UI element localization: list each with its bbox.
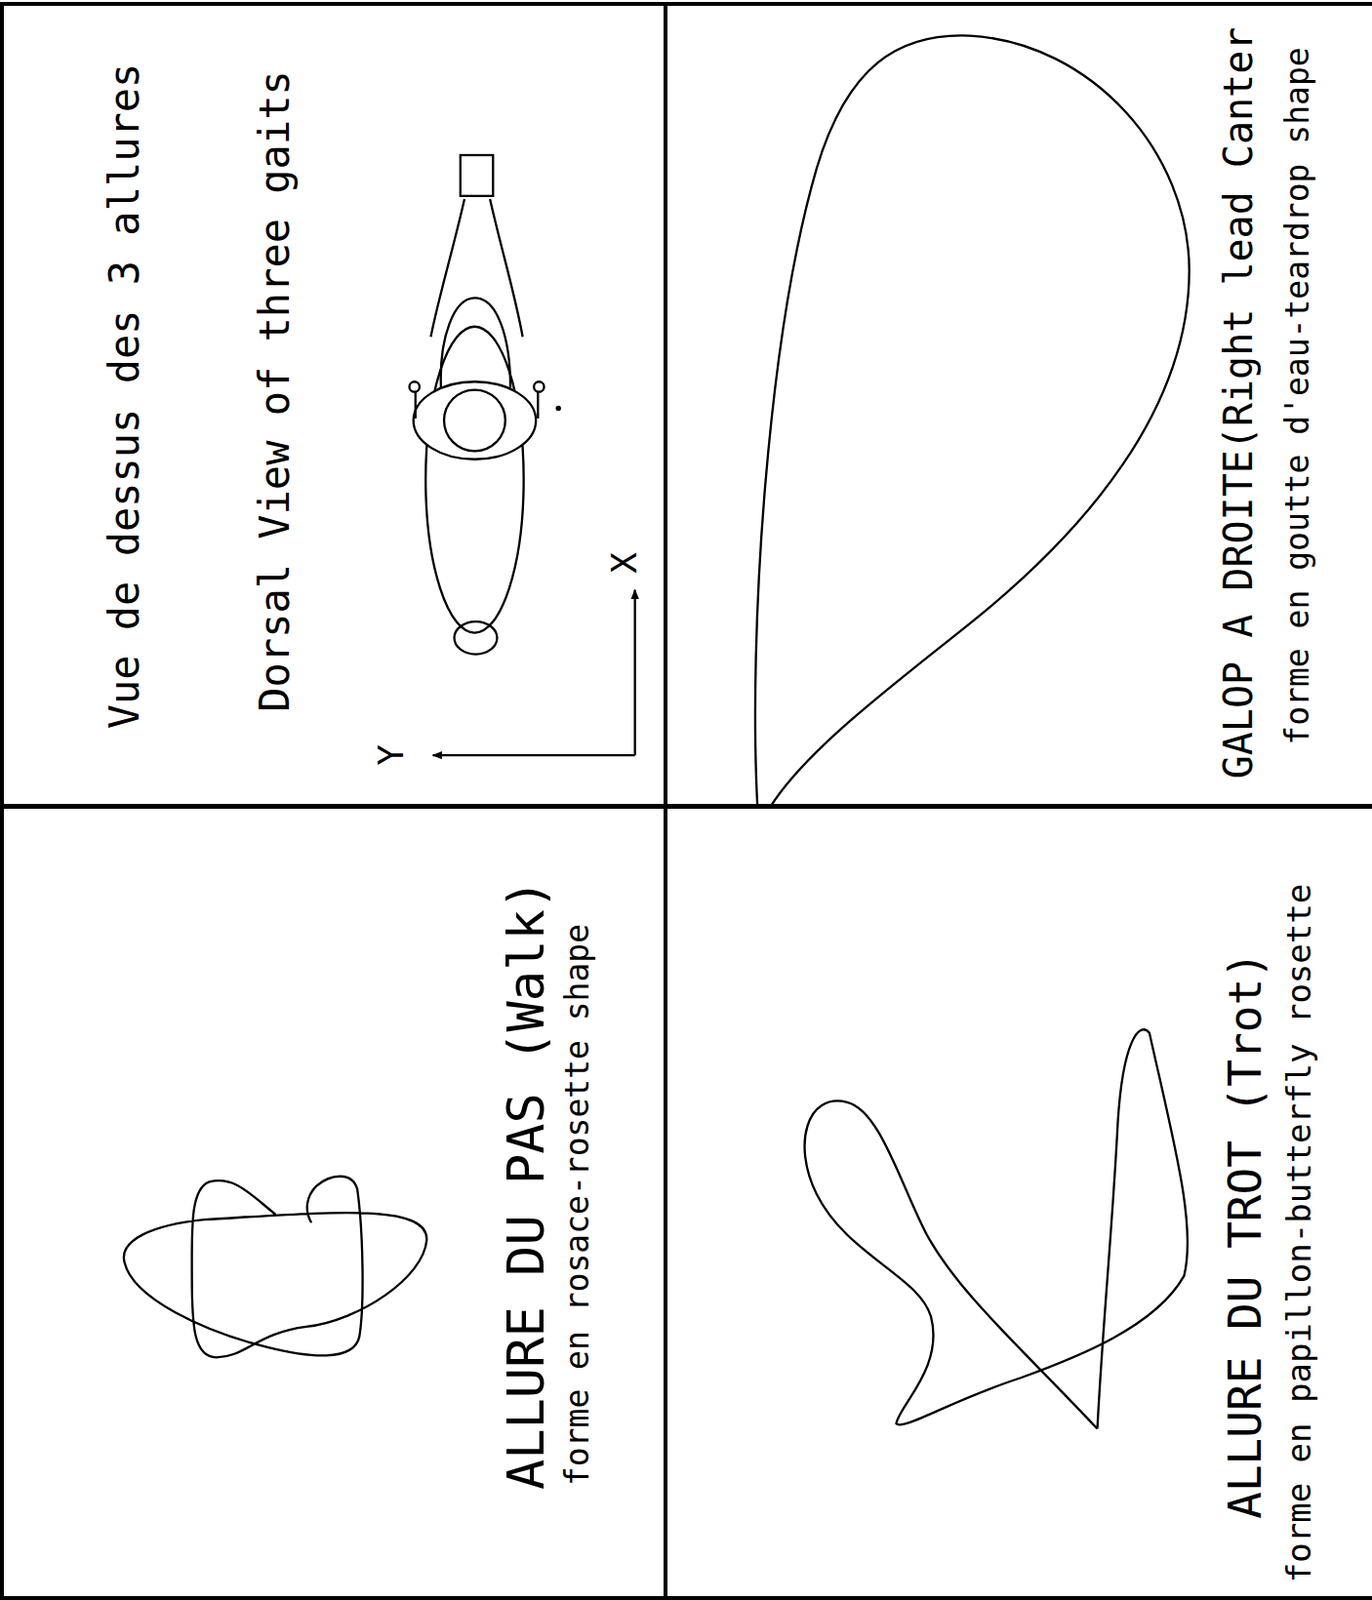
axis-label: X	[606, 553, 643, 575]
gait-panel: GALOP A DROITE(Right lead Canter forme en…	[663, 1, 1372, 808]
panel-heading: ALLURE DU TROT (Trot)	[1222, 951, 1268, 1520]
panel-subtitle: forme en goutte d'eau-teardrop shape	[1280, 46, 1313, 745]
gait-panel: ALLURE DU PAS (Walk) forme en rosace-rose…	[0, 804, 668, 1600]
horse-top-view	[408, 155, 560, 655]
panel-heading: ALLURE DU PAS (Walk)	[500, 878, 552, 1490]
panel-heading: GALOP A DROITE(Right lead Canter	[1218, 27, 1258, 780]
canter-teardrop-curve	[755, 35, 1190, 807]
axis-label: Y	[373, 744, 409, 767]
trot-butterfly-curve	[805, 1029, 1188, 1429]
panel-subtitle: forme en rosace-rosette shape	[561, 924, 594, 1487]
axis-arrows	[433, 590, 636, 756]
panel-heading: Vue de dessus des 3 allures	[104, 63, 146, 730]
walk-rosette-curve	[123, 1176, 427, 1359]
gait-panel: Vue de dessus des 3 allures Dorsal View o…	[0, 1, 668, 808]
panel-subtitle: forme en papillon-butterfly rosette	[1282, 883, 1316, 1582]
panel-subtitle: Dorsal View of three gaits	[254, 70, 296, 712]
gait-panel: ALLURE DU TROT (Trot) forme en papillon-b…	[663, 804, 1372, 1600]
